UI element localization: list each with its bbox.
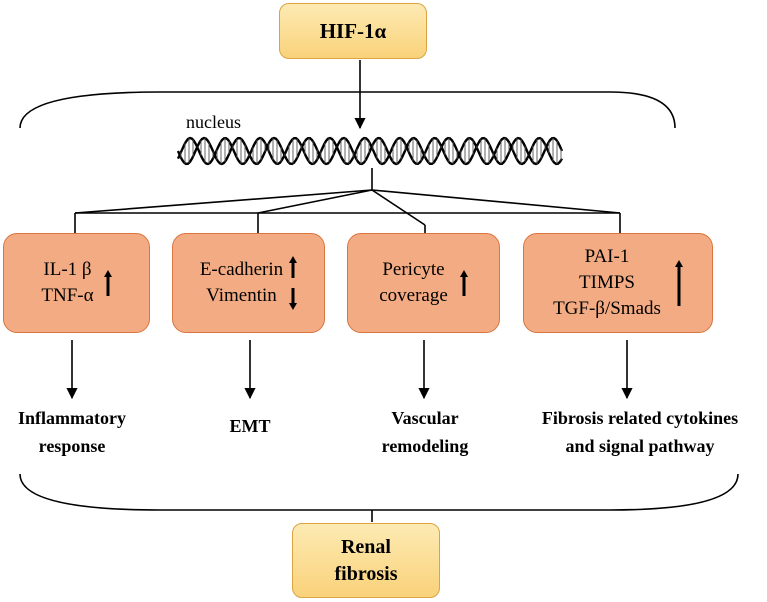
box-line: PAI-1	[584, 246, 630, 267]
down-arrow-icon	[289, 288, 298, 310]
nucleus-label: nucleus	[186, 112, 241, 132]
outcome-label: EMT	[229, 416, 271, 436]
up-arrow-icon	[289, 256, 298, 278]
bottom-brace	[19, 473, 739, 511]
box-line: Pericyte	[382, 259, 445, 280]
up-arrow-icon	[674, 260, 683, 306]
fibrosis-factor-box: PAI-1 TIMPS TGF-β/Smads	[523, 233, 713, 333]
pericyte-box: Pericyte coverage	[347, 233, 500, 333]
outcome-label: Fibrosis related cytokines and signal pa…	[541, 408, 739, 456]
box-line: TNF-α	[41, 285, 94, 306]
up-arrow-icon	[103, 270, 112, 296]
box-line: TGF-β/Smads	[553, 298, 661, 319]
hif-1a-box: HIF-1α	[279, 3, 427, 59]
cytokine-box: IL-1 β TNF-α	[3, 233, 150, 333]
top-brace	[19, 91, 676, 129]
box-line: TIMPS	[579, 272, 635, 293]
outcome-arrows	[66, 340, 633, 400]
renal-fibrosis-box: Renal fibrosis	[292, 523, 440, 598]
box-line: IL-1 β	[43, 259, 92, 280]
hif-1a-label: HIF-1α	[319, 18, 387, 43]
box-line: E-cadherin	[199, 259, 284, 280]
up-arrow-icon	[459, 270, 468, 296]
branch-lines	[74, 168, 621, 234]
emt-marker-box: E-cadherin Vimentin	[172, 233, 325, 333]
dna-helix-icon	[176, 136, 564, 166]
outcome-label: Vascular remodeling	[381, 408, 469, 456]
outcome-label: Inflammatory response	[18, 408, 126, 456]
box-line: Vimentin	[206, 285, 277, 306]
box-line: coverage	[379, 285, 448, 306]
